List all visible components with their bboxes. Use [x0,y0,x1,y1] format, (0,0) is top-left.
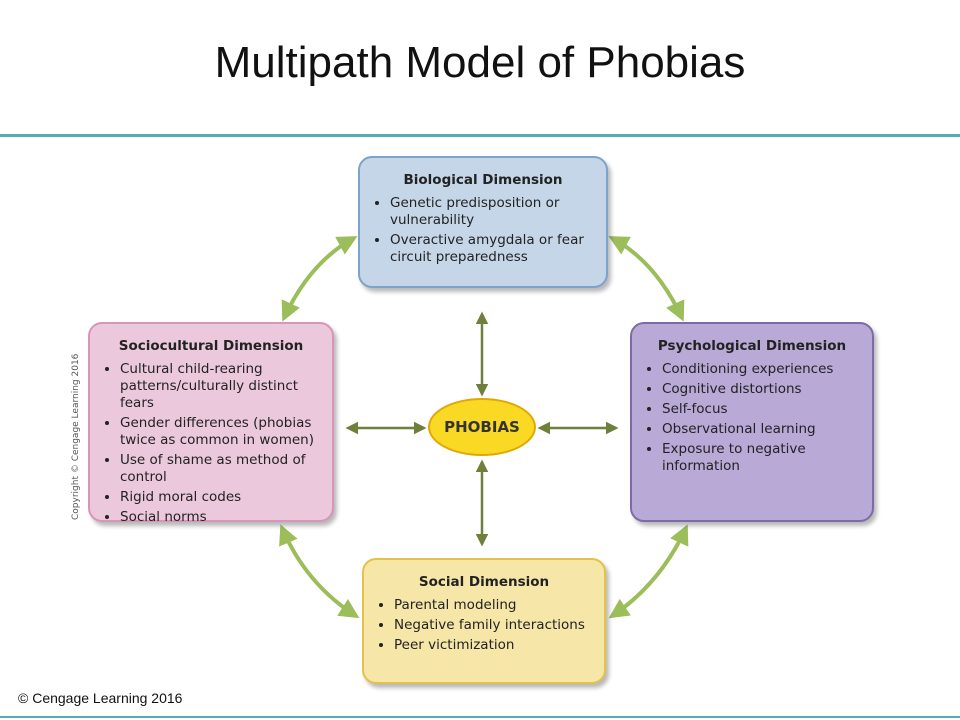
arrow-sociocultural-social [279,524,360,619]
list-item: Cultural child-rearing patterns/cultural… [120,361,322,412]
arrow-bio-psychological [608,236,685,322]
social-list: Parental modeling Negative family intera… [364,597,604,654]
arrow-psychological-social [608,524,689,619]
bottom-divider [0,716,960,718]
list-item: Social norms [120,509,322,526]
list-item: Observational learning [662,421,862,438]
list-item: Rigid moral codes [120,489,322,506]
top-divider [0,134,960,137]
list-item: Self-focus [662,401,862,418]
biological-heading: Biological Dimension [403,172,563,188]
sociocultural-heading: Sociocultural Dimension [118,338,304,354]
psychological-heading: Psychological Dimension [657,338,847,354]
footer-copyright: © Cengage Learning 2016 [18,690,183,706]
social-dimension-box: Social Dimension Parental modeling Negat… [362,558,606,684]
list-item: Cognitive distortions [662,381,862,398]
list-item: Peer victimization [394,637,594,654]
list-item: Use of shame as method of control [120,452,322,486]
phobias-center-oval: PHOBIAS [428,398,536,456]
list-item: Parental modeling [394,597,594,614]
list-item: Genetic predisposition or vulnerability [390,195,596,229]
slide-title: Multipath Model of Phobias [214,38,746,87]
biological-dimension-box: Biological Dimension Genetic predisposit… [358,156,608,288]
list-item: Negative family interactions [394,617,594,634]
list-item: Conditioning experiences [662,361,862,378]
sociocultural-dimension-box: Sociocultural Dimension Cultural child-r… [88,322,334,525]
center-label: PHOBIAS [444,418,520,436]
list-item: Exposure to negative information [662,441,862,475]
list-item: Overactive amygdala or fear circuit prep… [390,232,596,266]
social-heading: Social Dimension [418,574,550,590]
psychological-dimension-box: Psychological Dimension Conditioning exp… [630,322,874,522]
vertical-copyright: Copyright © Cengage Learning 2016 [71,353,81,520]
sociocultural-list: Cultural child-rearing patterns/cultural… [90,361,332,526]
psychological-list: Conditioning experiences Cognitive disto… [632,361,872,475]
list-item: Gender differences (phobias twice as com… [120,415,322,449]
arrow-bio-sociocultural [281,236,358,322]
biological-list: Genetic predisposition or vulnerability … [360,195,606,266]
